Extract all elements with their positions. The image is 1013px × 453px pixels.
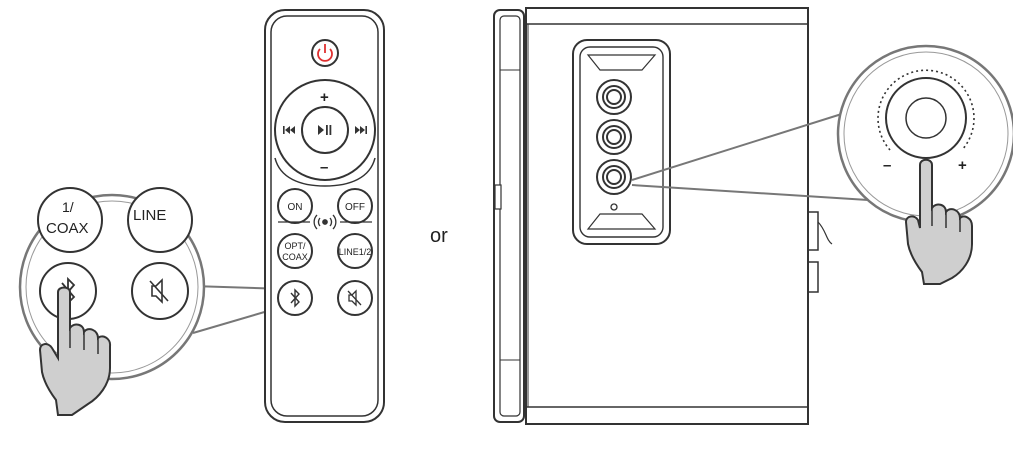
zoom-line-button: [127, 187, 193, 253]
zoom-circle-knob: [631, 44, 1013, 285]
mute-icon: [347, 289, 362, 307]
opt-coax-button[interactable]: [277, 233, 313, 269]
volume-minus-label: –: [320, 159, 328, 176]
opt-label-1: OPT/: [284, 241, 306, 251]
knob-minus-label: –: [883, 157, 891, 174]
knob-plus-label: +: [958, 157, 967, 174]
play-pause-button[interactable]: [301, 106, 349, 154]
off-button[interactable]: [337, 188, 373, 224]
zoom-coax-label-2: COAX: [46, 220, 89, 237]
treble-knob: [596, 79, 632, 115]
knob-scale-dotted: [877, 69, 975, 151]
zoom-line-label: LINE: [133, 207, 166, 224]
pairing-icon: [313, 214, 337, 230]
bass-knob: [596, 119, 632, 155]
on-button[interactable]: [277, 188, 313, 224]
zoom-mute-icon: [149, 278, 169, 304]
speaker-side-view: [493, 7, 833, 425]
volume-plus-label: +: [320, 89, 329, 106]
power-icon: [317, 44, 333, 62]
off-label: OFF: [345, 202, 365, 213]
bluetooth-icon: [290, 288, 300, 308]
next-track-icon[interactable]: [355, 126, 367, 134]
line-button[interactable]: [337, 233, 373, 269]
remote-control: [264, 9, 385, 423]
hand-pointer-icon-right: [904, 158, 973, 285]
line-label: LINE1/2: [339, 247, 372, 257]
play-pause-icon: [318, 125, 332, 135]
or-text: or: [430, 225, 448, 247]
indicator-led: [610, 203, 618, 211]
on-label: ON: [288, 202, 303, 213]
hand-pointer-icon: [38, 286, 112, 416]
zoom-circle-remote: [18, 187, 286, 416]
opt-label-2: COAX: [282, 252, 308, 262]
zoom-coax-button: [37, 187, 103, 253]
zoom-coax-label-1: 1/: [62, 199, 74, 215]
previous-track-icon[interactable]: [283, 126, 295, 134]
volume-knob: [596, 159, 632, 195]
